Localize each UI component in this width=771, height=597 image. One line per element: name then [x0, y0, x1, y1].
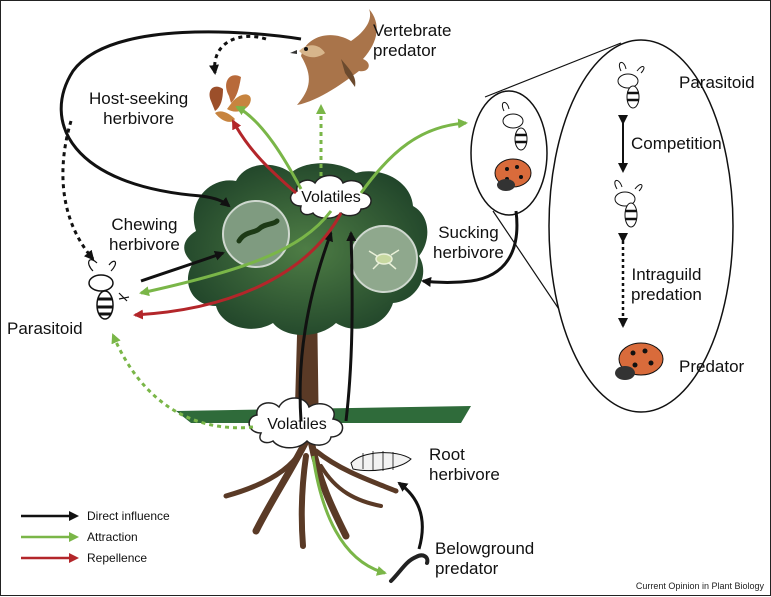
wasp-small-icon [501, 102, 528, 151]
belowground-predator-icon [389, 553, 430, 583]
arrow-volatiles-to-moth-green [235, 105, 303, 190]
legend-item-direct: Direct influence [19, 509, 170, 523]
arrow-root-to-canopy-1 [298, 231, 333, 422]
volatiles-cloud-bottom [248, 397, 344, 449]
volatiles-bottom-text: Volatiles [267, 416, 327, 433]
volatiles-top-text: Volatiles [301, 189, 361, 206]
root-herbivore-label: Root herbivore [429, 445, 500, 484]
inset-funnel-top [484, 42, 622, 98]
arrow-parasitoid-to-chewing [140, 251, 225, 283]
parasitoid-wasp-left [88, 259, 130, 320]
parasitoid-right-label: Parasitoid [679, 73, 755, 92]
arrow-enemies-to-sucking [421, 210, 519, 287]
wasp-middle-icon [614, 180, 643, 228]
legend-item-repellence: Repellence [19, 551, 147, 565]
legend-attraction-swatch [21, 532, 79, 542]
host-seeking-herbivore-label: Host-seeking herbivore [89, 89, 189, 128]
ladybug-large-icon [615, 342, 664, 380]
legend-attraction-label: Attraction [87, 530, 138, 544]
bird-icon [290, 9, 377, 105]
credit-text: Current Opinion in Plant Biology [635, 581, 764, 591]
arrow-root-to-belowground-green [311, 455, 387, 576]
chewing-herbivore-inset [222, 200, 290, 268]
arrow-belowground-to-root [397, 481, 424, 550]
root-herbivore-larva-icon [350, 451, 412, 472]
arrow-volatiles-to-parasitoid-red [133, 212, 343, 320]
legend-direct-label: Direct influence [87, 509, 170, 523]
legend-repellence-label: Repellence [87, 551, 148, 565]
ladybug-small-icon [494, 158, 532, 191]
moth-icon [209, 75, 251, 122]
arrow-bird-to-moth-dotted [209, 34, 267, 75]
arrow-bird-to-chewing [59, 30, 302, 208]
competition-label: Competition [631, 134, 722, 153]
sucking-herbivore-label: Sucking herbivore [433, 223, 504, 262]
arrow-root-to-canopy-2 [344, 231, 357, 422]
interactions-ellipse [548, 39, 734, 413]
wasp-top-icon [617, 62, 645, 109]
arrow-volatiles-to-parasitoid-green [139, 210, 333, 297]
parasitoid-left-label: Parasitoid [7, 319, 83, 338]
intraguild-predation-label: Intraguild predation [631, 265, 702, 304]
predator-right-label: Predator [679, 357, 745, 376]
legend-item-attraction: Attraction [19, 530, 138, 544]
legend-repellence-swatch [21, 553, 79, 563]
arrow-bird-to-parasitoid-dotted [61, 120, 95, 261]
aphid-icon [368, 249, 400, 270]
chewing-herbivore-label: Chewing herbivore [109, 215, 180, 254]
legend-direct-swatch [21, 511, 79, 521]
enemies-small-ellipse [470, 90, 548, 216]
caterpillar-icon [236, 218, 280, 244]
vertebrate-predator-label: Vertebrate predator [373, 21, 452, 60]
tree-roots [223, 437, 399, 549]
tree-trunk [266, 251, 351, 441]
arrow-volatiles-to-enemies-green [359, 118, 468, 194]
belowground-predator-label: Belowground predator [435, 539, 535, 578]
arrow-volatiles-to-moth-red [231, 119, 297, 195]
